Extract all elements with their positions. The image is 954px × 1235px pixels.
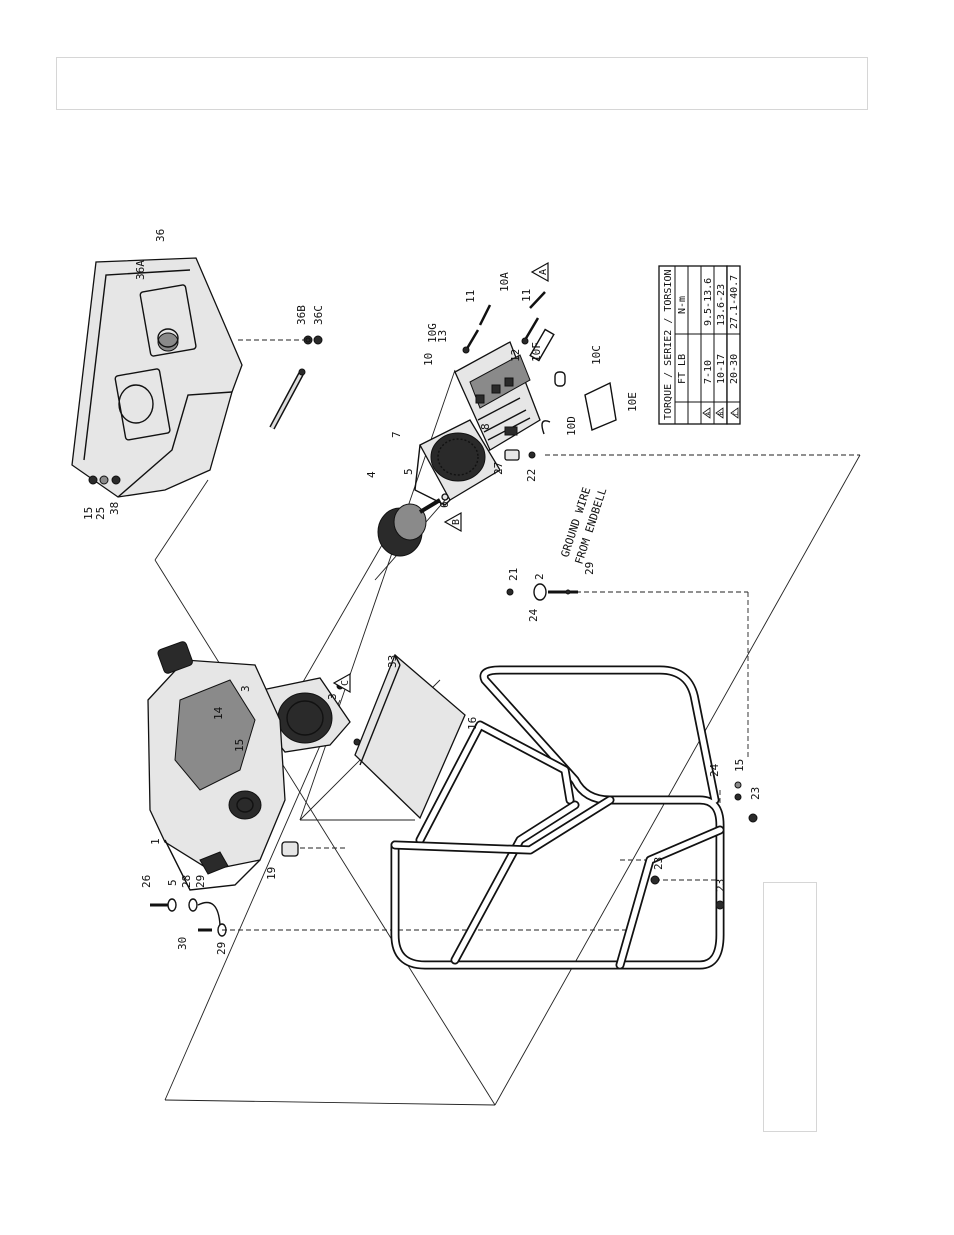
label-33: 33: [386, 655, 399, 668]
label-10f: 10F: [530, 342, 543, 362]
label-10a: 10A: [498, 272, 511, 292]
label-19: 19: [265, 867, 278, 880]
rod-36b: [272, 336, 322, 428]
label-25: 25: [94, 507, 107, 520]
label-7: 7: [390, 431, 403, 438]
torque-row-c-nm: 27.1-40.7: [729, 275, 740, 329]
torque-row-c-ftlb: 20-30: [729, 354, 740, 384]
svg-text:C: C: [733, 412, 740, 416]
svg-text:B: B: [451, 519, 462, 525]
label-12: 12: [509, 349, 522, 362]
label-29-mount: 29: [194, 875, 207, 888]
engine-mount-hardware: [150, 899, 226, 936]
label-15-engine: 15: [233, 739, 246, 752]
label-21: 21: [507, 568, 520, 581]
label-3-top: 3: [239, 685, 252, 692]
label-4: 4: [365, 471, 378, 478]
label-27: 27: [492, 462, 505, 475]
torque-table-extra: C 20-30 27.1-40.7: [727, 266, 740, 424]
label-6: 6: [438, 501, 451, 508]
label-36a: 36A: [134, 260, 147, 280]
label-28: 28: [180, 875, 193, 888]
svg-text:A: A: [538, 269, 549, 275]
svg-text:C: C: [340, 680, 351, 686]
svg-text:B: B: [718, 412, 725, 416]
label-14: 14: [212, 706, 225, 720]
label-24-ground: 24: [527, 608, 540, 622]
torque-col-nm: N-m: [677, 296, 688, 314]
label-36b: 36B: [295, 305, 308, 325]
label-10: 10: [422, 353, 435, 366]
label-3-right: 3: [326, 693, 339, 700]
label-23-c: 23: [749, 787, 762, 800]
label-11-top: 11: [464, 290, 477, 303]
label-23-a: 23: [652, 857, 665, 870]
label-10d: 10D: [565, 416, 578, 436]
label-16: 16: [466, 717, 479, 730]
label-11-mid: 11: [520, 289, 533, 302]
label-24-foot: 24: [708, 763, 721, 777]
label-30: 30: [176, 937, 189, 950]
label-8: 8: [479, 423, 492, 430]
label-29-bottom: 29: [215, 942, 228, 955]
label-23-b: 23: [714, 879, 727, 892]
label-10e: 10E: [626, 392, 639, 412]
label-36: 36: [154, 229, 167, 242]
label-5-mount: 5: [166, 879, 179, 886]
callout-a: A: [532, 263, 549, 281]
hardware-15-25-38: [89, 476, 120, 484]
svg-text:A: A: [705, 412, 712, 416]
label-10c: 10C: [590, 345, 603, 365]
engine: [148, 641, 298, 890]
torque-row-b-nm: 13.6-23: [716, 284, 727, 326]
torque-row-a-nm: 9.5-13.6: [703, 278, 714, 326]
label-1: 1: [149, 838, 162, 845]
label-5: 5: [402, 468, 415, 475]
label-36c: 36C: [312, 305, 325, 325]
torque-table-title: TORQUE / SERIE2 / TORSION: [663, 269, 674, 420]
label-26: 26: [140, 875, 153, 888]
label-22-top: 22: [525, 469, 538, 482]
torque-row-a-ftlb: 7-10: [703, 360, 714, 384]
callout-b: B: [445, 513, 462, 531]
label-15-foot: 15: [733, 759, 746, 772]
label-13: 13: [436, 330, 449, 343]
torque-table: TORQUE / SERIE2 / TORSION FT LB N-m A 7-…: [659, 266, 727, 424]
label-2: 2: [533, 573, 546, 580]
torque-col-ftlb: FT LB: [677, 354, 688, 384]
label-38: 38: [108, 502, 121, 515]
torque-row-b-ftlb: 10-17: [716, 354, 727, 384]
top-cover-panel: [72, 258, 242, 497]
callout-c: C: [334, 674, 351, 692]
